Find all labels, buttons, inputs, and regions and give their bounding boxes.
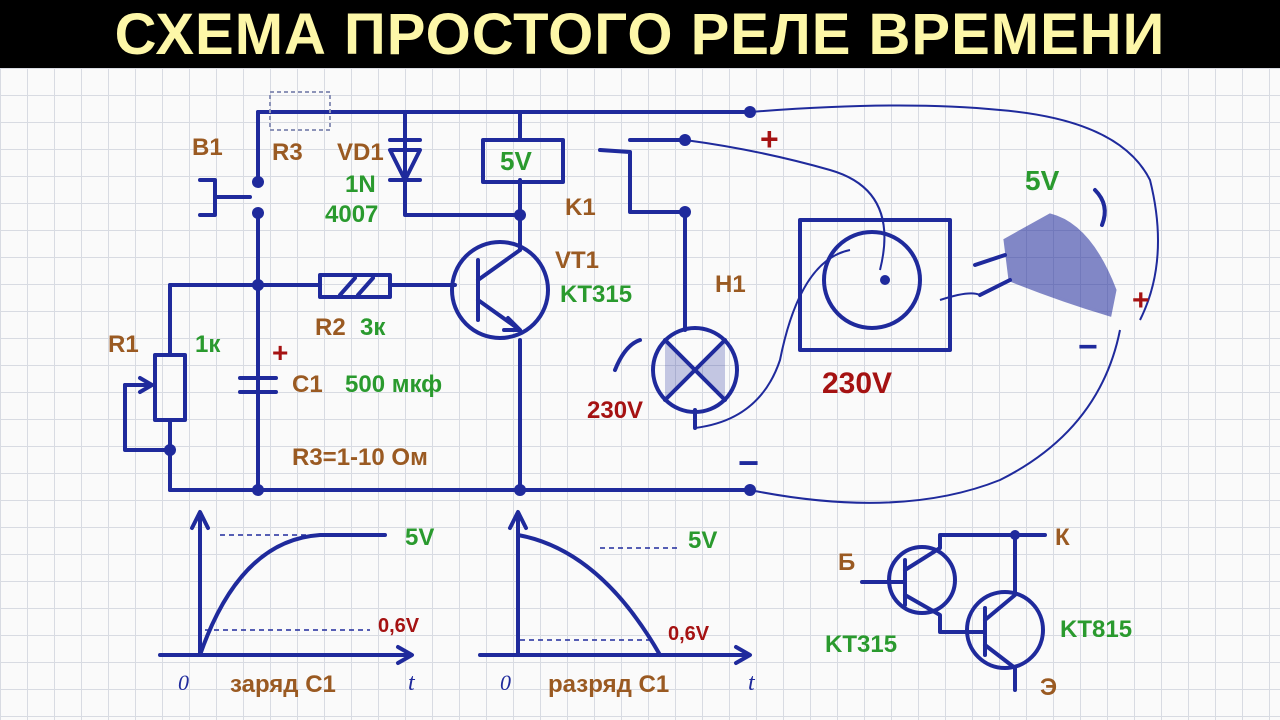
- label-b1: B1: [192, 134, 223, 161]
- supply-minus-sign: −: [738, 442, 759, 483]
- label-vd1-type-2: 4007: [325, 201, 378, 228]
- label-c1: C1: [292, 371, 323, 398]
- label-c1-value: 500 мкф: [345, 371, 442, 398]
- resistor-r1: [123, 353, 187, 422]
- label-h1: H1: [715, 271, 746, 298]
- resistor-r2: [318, 273, 392, 299]
- power-plug: [973, 188, 1117, 317]
- transistor-vt1: [450, 240, 550, 340]
- label-lamp-voltage: 230V: [587, 397, 643, 424]
- label-r3-note: R3=1-10 Ом: [292, 444, 428, 471]
- darlington-pair: Б К Э KT315 KT815: [825, 524, 1132, 701]
- charge-axis-label: t: [408, 670, 416, 696]
- label-r2-value: 3к: [360, 314, 386, 341]
- charge-top-label: 5V: [405, 524, 434, 551]
- label-relay-voltage: 5V: [500, 146, 532, 176]
- plug-plus-sign: +: [1132, 284, 1150, 317]
- charge-bottom-label: 0,6V: [378, 615, 420, 637]
- darlington-t1-label: KT315: [825, 631, 897, 658]
- diode-vd1: [388, 138, 422, 182]
- junction-dots: [164, 106, 756, 496]
- lamp-h1: [613, 326, 739, 414]
- charge-graph: 5V 0,6V 0 t заряд C1: [158, 510, 434, 698]
- discharge-axis-label: t: [748, 670, 756, 696]
- circuit-diagram: B1 R3 VD1 1N 4007 5V K1 VT1 KT315 H1 230…: [108, 91, 1159, 701]
- label-r1-value: 1к: [195, 331, 221, 358]
- label-vt1: VT1: [555, 247, 599, 274]
- darlington-base-label: Б: [838, 549, 855, 576]
- wires: [123, 110, 752, 492]
- darlington-collector-label: К: [1055, 524, 1070, 551]
- relay-coil: [481, 138, 565, 184]
- supply-plus-sign: +: [760, 121, 779, 157]
- discharge-bottom-label: 0,6V: [668, 623, 710, 645]
- label-k1: K1: [565, 194, 596, 221]
- socket: [798, 218, 952, 352]
- page-title: СХЕМА ПРОСТОГО РЕЛЕ ВРЕМЕНИ: [0, 0, 1280, 68]
- flex-wires: [684, 104, 1159, 504]
- darlington-emitter-label: Э: [1040, 674, 1057, 701]
- label-r2: R2: [315, 314, 346, 341]
- label-vd1: VD1: [337, 139, 384, 166]
- discharge-caption: разряд C1: [548, 671, 669, 698]
- label-supply-voltage: 5V: [1025, 165, 1060, 196]
- label-vt1-type: KT315: [560, 281, 632, 308]
- darlington-t2-label: KT815: [1060, 616, 1132, 643]
- discharge-origin-label: 0: [500, 670, 511, 695]
- charge-origin-label: 0: [178, 670, 189, 695]
- discharge-top-label: 5V: [688, 527, 717, 554]
- discharge-graph: 5V 0,6V 0 t разряд C1: [478, 510, 756, 698]
- label-socket-voltage: 230V: [822, 367, 892, 400]
- c1-plus-sign: +: [272, 337, 288, 368]
- charge-caption: заряд C1: [230, 671, 336, 698]
- resistor-r3: [269, 91, 331, 131]
- label-r3: R3: [272, 139, 303, 166]
- label-vd1-type-1: 1N: [345, 171, 376, 198]
- label-r1: R1: [108, 331, 139, 358]
- diagram-canvas: B1 R3 VD1 1N 4007 5V K1 VT1 KT315 H1 230…: [0, 68, 1280, 720]
- plug-minus-sign: −: [1078, 328, 1098, 366]
